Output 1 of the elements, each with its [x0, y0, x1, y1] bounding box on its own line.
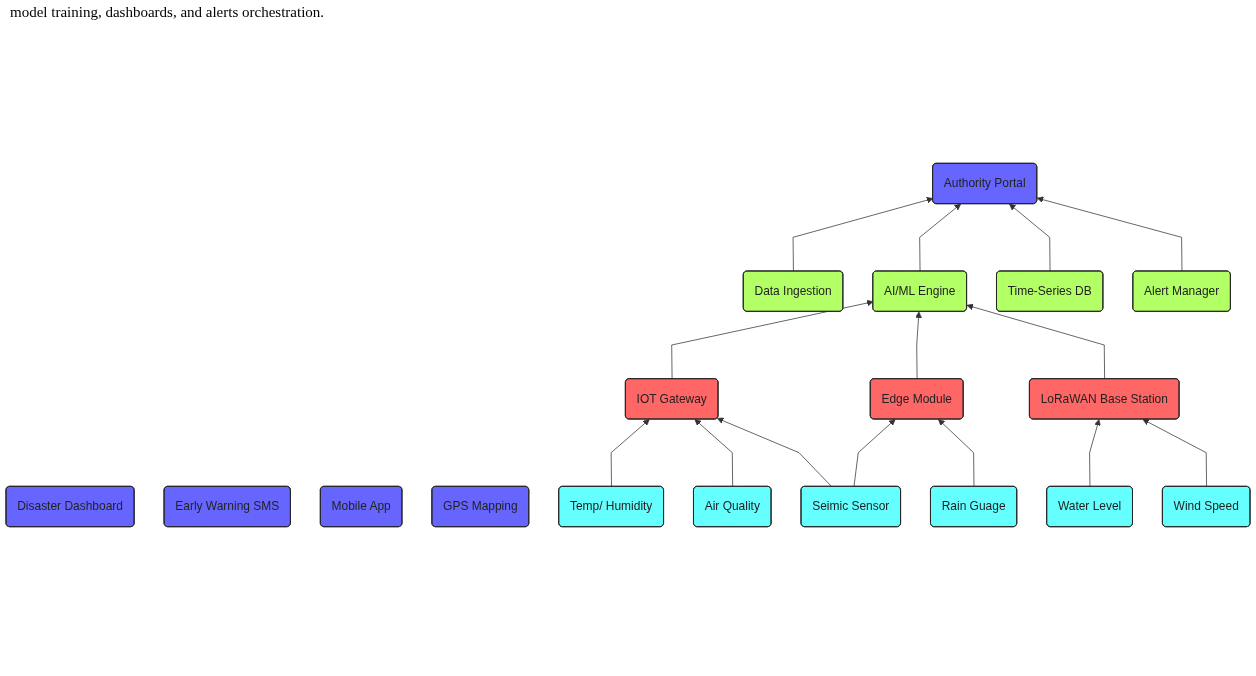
note-text: model training, dashboards, and alerts orchestration.	[10, 4, 326, 21]
